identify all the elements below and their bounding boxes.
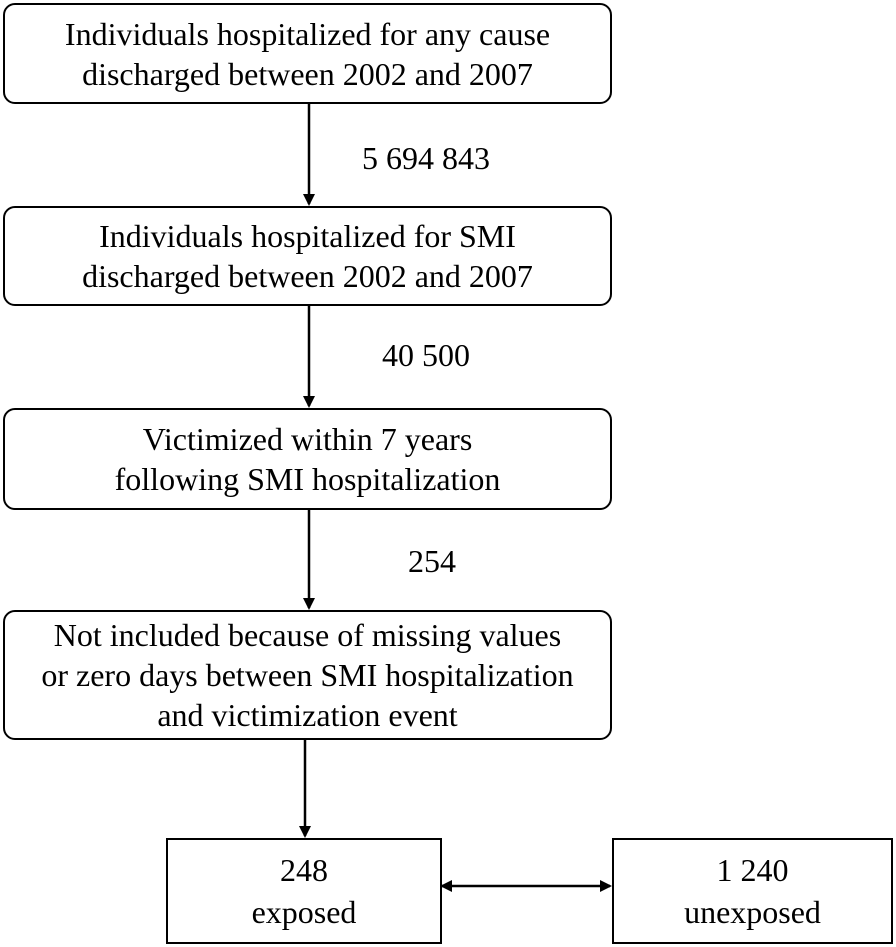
box-exposed: 248 exposed — [166, 838, 442, 944]
unexposed-label: unexposed — [684, 894, 821, 930]
exposed-label: exposed — [251, 894, 357, 930]
box-not-included: Not included because of missing values o… — [3, 610, 612, 740]
box-smi-text: Individuals hospitalized for SMI dischar… — [82, 218, 533, 294]
box-all-cause-text: Individuals hospitalized for any cause d… — [64, 15, 551, 92]
exposed-count: 248 — [280, 852, 328, 888]
box-all-cause-hospitalized: Individuals hospitalized for any cause d… — [3, 3, 612, 104]
box-victimized: Victimized within 7 years following SMI … — [3, 408, 612, 510]
unexposed-count: 1 240 — [716, 852, 789, 888]
box-victimized-text: Victimized within 7 years following SMI … — [114, 421, 501, 497]
box-not-included-text: Not included because of missing values o… — [41, 617, 574, 733]
count-smi-to-victimized: 40 500 — [382, 337, 470, 373]
count-all-cause-to-smi: 5 694 843 — [362, 140, 490, 176]
box-unexposed: 1 240 unexposed — [612, 838, 893, 944]
count-victimized-to-excluded: 254 — [408, 543, 456, 579]
box-smi-hospitalized: Individuals hospitalized for SMI dischar… — [3, 206, 612, 306]
